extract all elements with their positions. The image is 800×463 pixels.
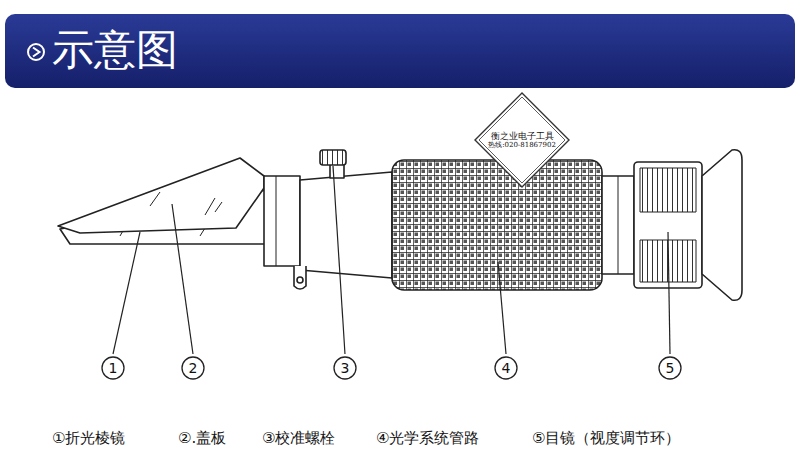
title-banner [5,14,795,88]
leader-lines [113,166,670,354]
refractometer [58,150,742,301]
node-content: 5 [658,356,682,380]
caption-item: ⑤目镜（视度调节环） [532,428,680,448]
callout-number: 5 [658,356,682,380]
callout-text: 4 [502,360,511,376]
node-content: 衡之业电子工具热线:020-81867902 [474,92,570,188]
title: 示意图 [52,22,178,78]
banner-icon [28,44,44,60]
watermark-diamond: 衡之业电子工具热线:020-81867902 [474,92,570,188]
caption-item: ④光学系统管路 [376,428,479,448]
callout-text: 5 [666,360,675,376]
optical-tube-grip [392,160,602,290]
front-flange [264,176,300,266]
calibration-screw [320,150,346,165]
node-content: 4 [494,356,518,380]
eyepiece-ring [634,162,702,288]
callout-number: 4 [494,356,518,380]
callout-text: 1 [109,360,118,376]
tube-neck [602,176,634,274]
front-tube [300,172,392,278]
callout-text: 3 [341,360,350,376]
watermark-text: 热线:020-81867902 [488,141,556,149]
watermark-text: 衡之业电子工具 [491,131,554,141]
hook [294,266,306,289]
callout-text: 2 [189,360,198,376]
caption-item: ③校准螺栓 [262,428,335,448]
eyecup [702,150,742,301]
node-content: 3 [333,356,357,380]
screw-neck [330,164,344,178]
callout-number: 3 [333,356,357,380]
cover-plate [58,158,264,233]
node-content: 2 [181,356,205,380]
callout-number: 2 [181,356,205,380]
node-content: 1 [101,356,125,380]
callout-number: 1 [101,356,125,380]
caption-item: ②.盖板 [178,428,226,448]
caption-item: ①折光棱镜 [52,428,125,448]
